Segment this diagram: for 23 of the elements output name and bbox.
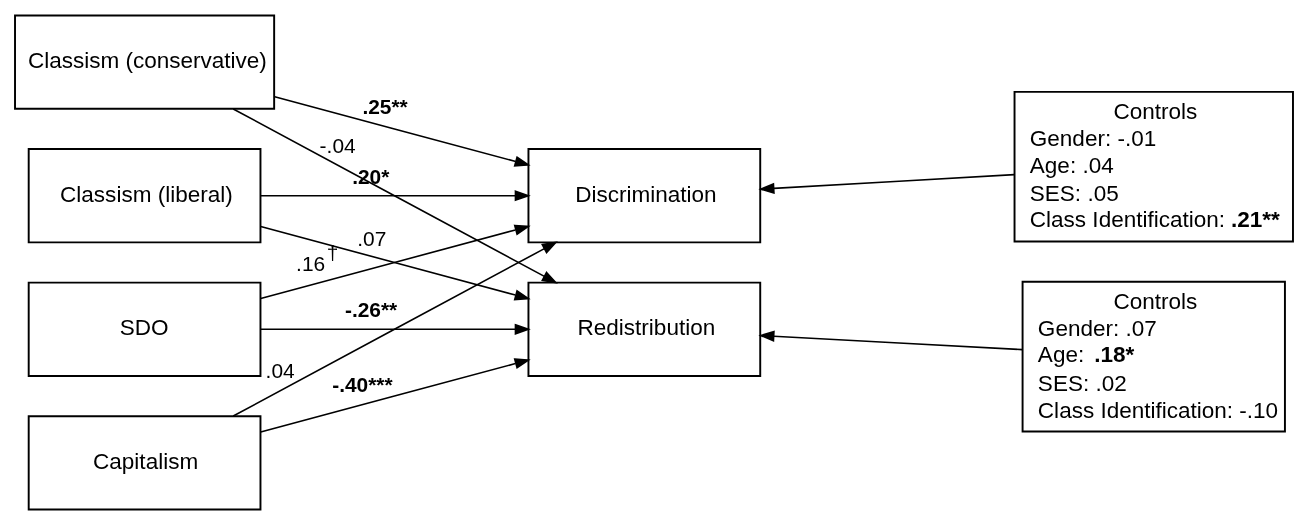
node-box: Classism (liberal) xyxy=(27,147,262,243)
arrow xyxy=(259,189,531,201)
edge-label: .25** xyxy=(362,94,408,118)
node-box: Controls Gender: -.01 Age: .04 SES: .05 Class Identification: .21** xyxy=(1013,90,1294,243)
arrow xyxy=(758,173,1016,194)
edge-label: -.40*** xyxy=(332,372,393,396)
arrow xyxy=(758,330,1023,350)
arrow xyxy=(232,107,558,284)
node-box: Capitalism xyxy=(27,414,262,511)
arrow xyxy=(232,240,558,417)
node-box: Discrimination xyxy=(527,147,762,243)
edge-label: .07 xyxy=(357,226,387,250)
node-box: Redistribution xyxy=(527,281,762,377)
arrow xyxy=(259,357,531,433)
node-box: Classism (conservative) xyxy=(14,13,276,110)
edge-label: .04 xyxy=(265,358,295,382)
arrow xyxy=(273,95,531,167)
arrow xyxy=(259,323,531,335)
edge-label: -.26** xyxy=(344,297,398,321)
edge-label: -.04 xyxy=(319,133,356,157)
edge-label: .20* xyxy=(352,164,390,188)
node-box: SDO xyxy=(27,281,262,377)
node-box: Controls Gender: .07 Age: .18* SES: .02 Class Identification: -.10 xyxy=(1021,280,1286,432)
